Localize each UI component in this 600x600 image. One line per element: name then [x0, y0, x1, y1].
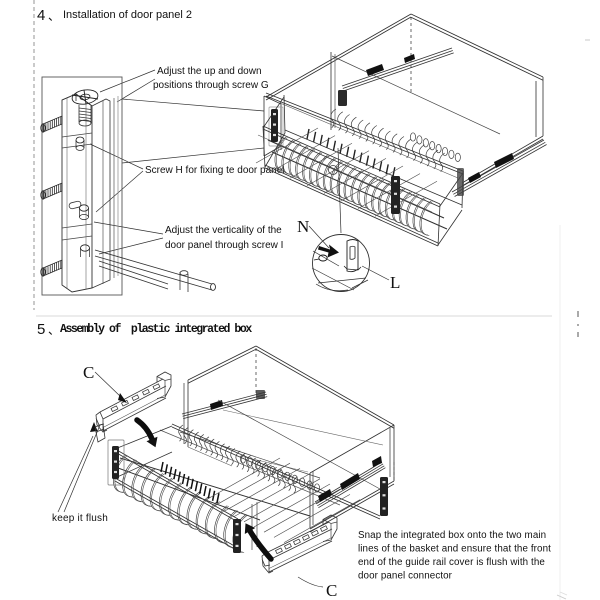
svg-text:C: C — [326, 581, 337, 600]
svg-text:C: C — [83, 363, 94, 382]
svg-text:、: 、 — [48, 323, 60, 337]
svg-text:keep it flush: keep it flush — [52, 513, 108, 524]
svg-text:Screw H for fixing te door pan: Screw H for fixing te door panel — [145, 165, 285, 176]
svg-text:door panel through screw I: door panel through screw I — [165, 240, 283, 251]
svg-text:5: 5 — [37, 321, 45, 338]
svg-text:L: L — [390, 273, 400, 292]
svg-text:positions through screw G: positions through screw G — [153, 80, 269, 91]
svg-text:lines of the basket and ensure: lines of the basket and ensure that the … — [358, 544, 551, 555]
svg-text:N: N — [297, 217, 309, 236]
svg-text:end of the guide rail cover is: end of the guide rail cover is flush wit… — [358, 557, 545, 568]
svg-text:Adjust the verticality of the: Adjust the verticality of the — [165, 225, 282, 236]
svg-text:Installation of door panel 2: Installation of door panel 2 — [63, 9, 192, 21]
svg-text:4: 4 — [37, 7, 45, 24]
svg-text:Snap the integrated box onto t: Snap the integrated box onto the two mai… — [358, 530, 546, 541]
svg-text:Assembly of plastic integrate: Assembly of plastic integrated box — [60, 323, 252, 336]
svg-text:door panel connector: door panel connector — [358, 571, 453, 582]
svg-text:、: 、 — [48, 9, 60, 23]
svg-text:Adjust the up and down: Adjust the up and down — [157, 66, 262, 77]
